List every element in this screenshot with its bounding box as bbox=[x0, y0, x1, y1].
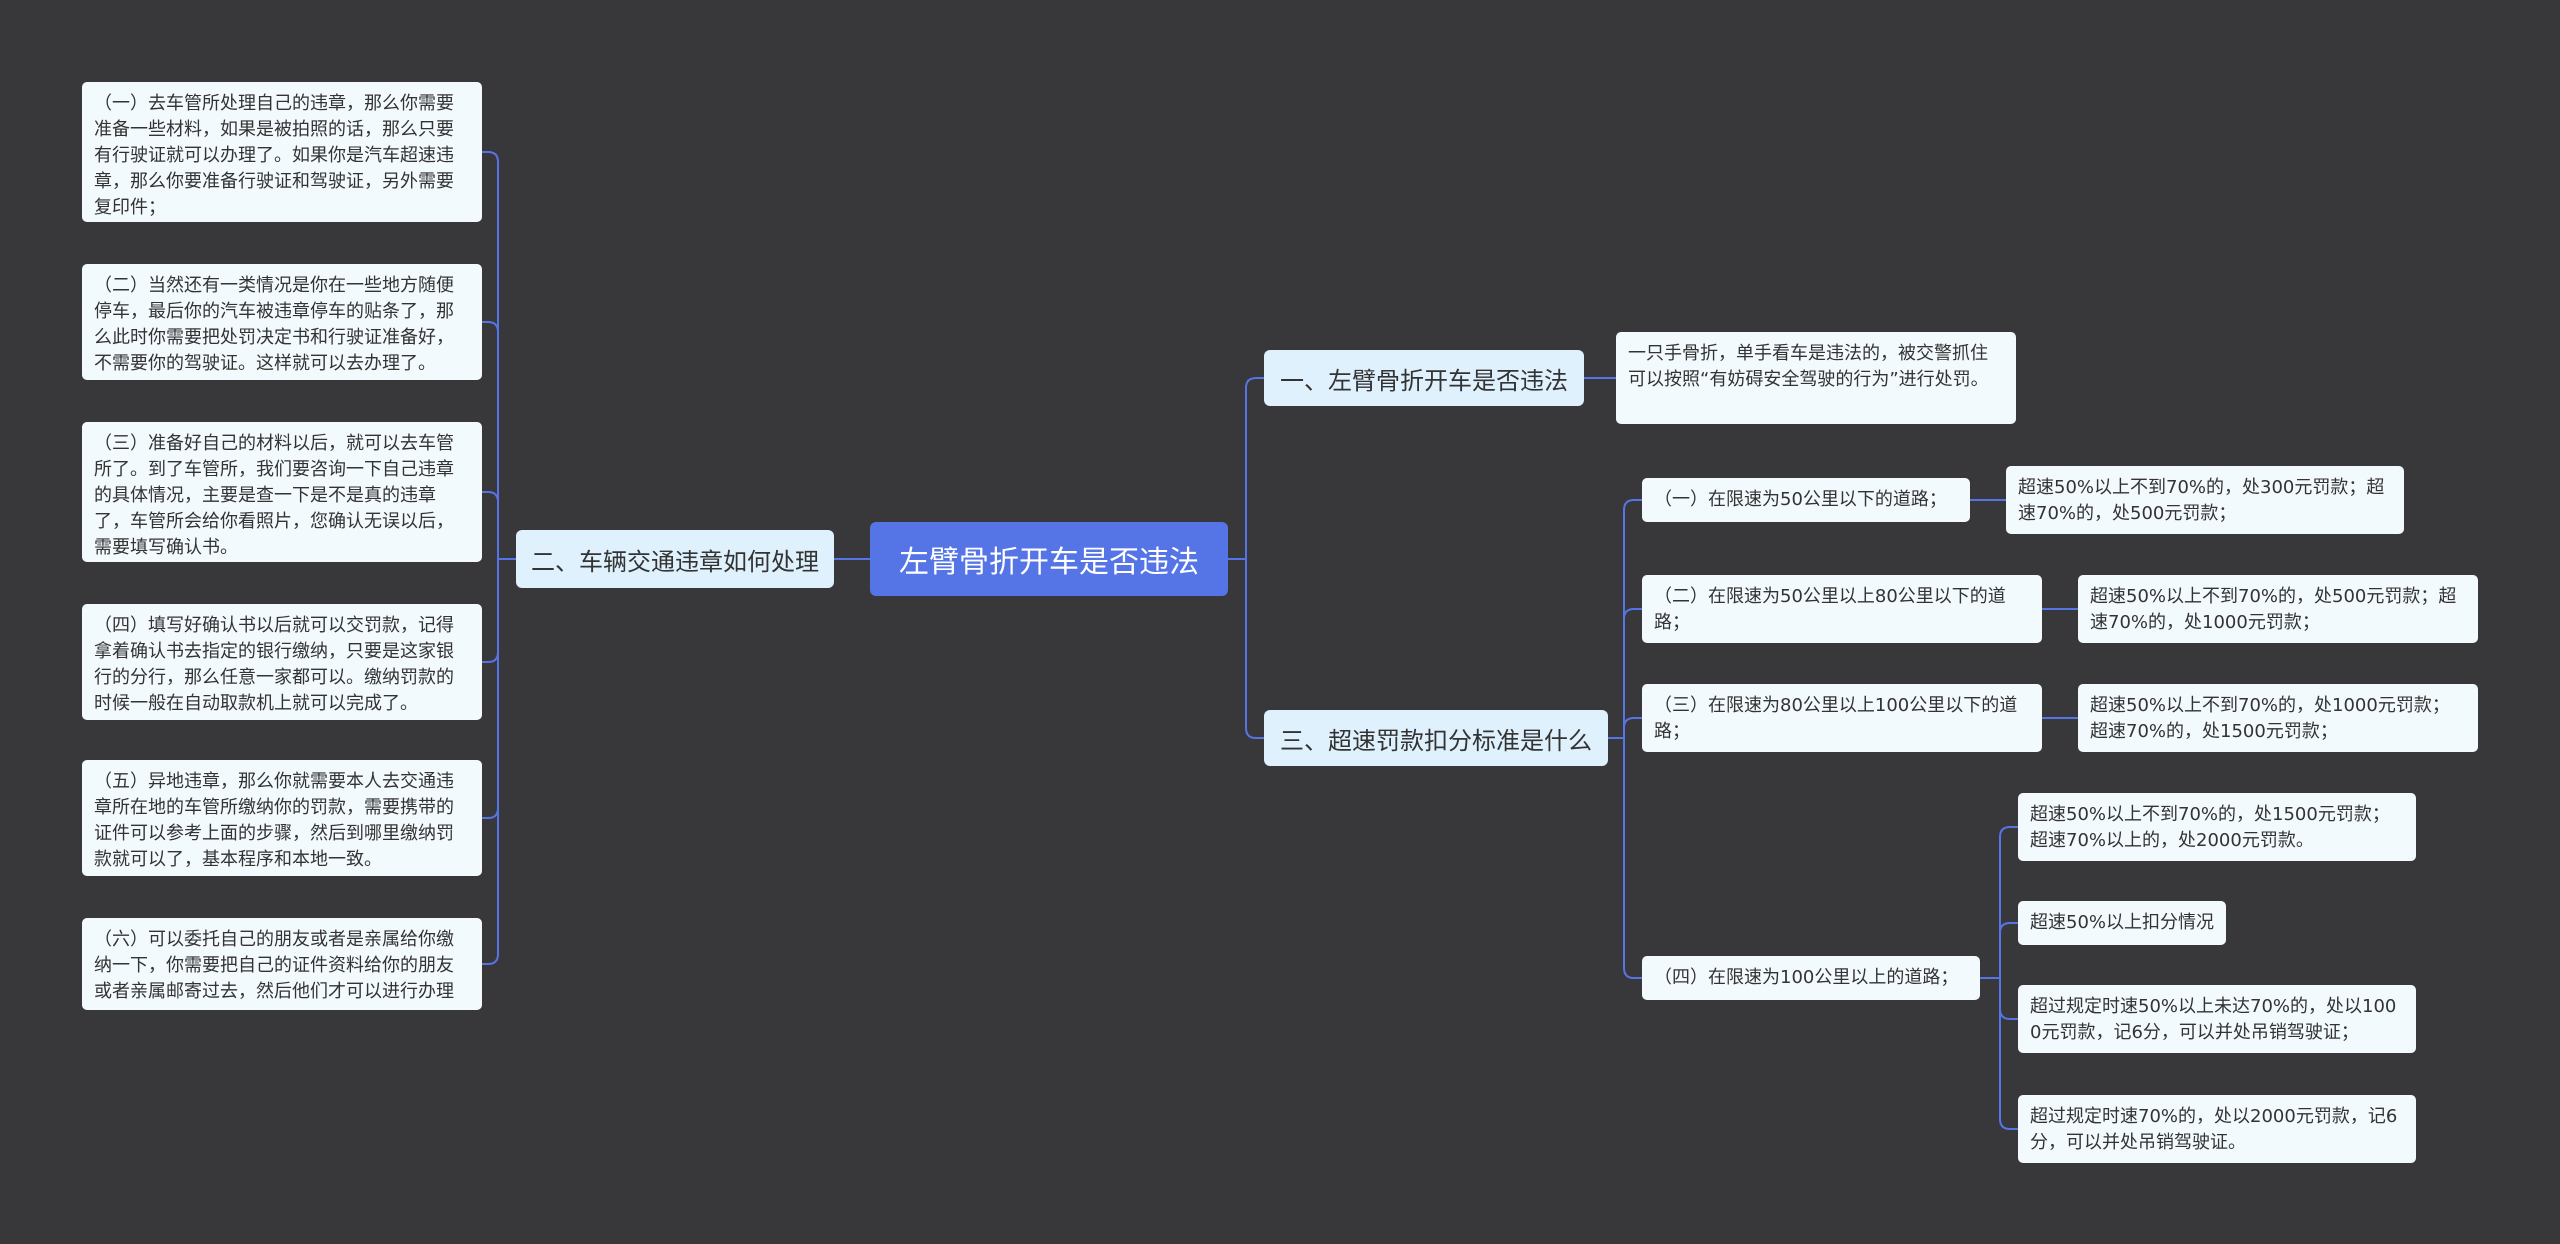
left-leaf-6[interactable]: （六）可以委托自己的朋友或者是亲属给你缴纳一下，你需要把自己的证件资料给你的朋友… bbox=[82, 918, 482, 1010]
line-left-leaf-3 bbox=[482, 491, 516, 560]
branch-violation-handling[interactable]: 二、车辆交通违章如何处理 bbox=[516, 530, 834, 588]
line-speed-sub-3 bbox=[1608, 737, 1642, 979]
line-root-branch1 bbox=[1228, 377, 1264, 560]
line-over100-detail-0 bbox=[1980, 826, 2018, 979]
root-node[interactable]: 左臂骨折开车是否违法 bbox=[870, 522, 1228, 596]
line-left-leaf-6 bbox=[482, 558, 516, 965]
left-leaf-1[interactable]: （一）去车管所处理自己的违章，那么你需要准备一些材料，如果是被拍照的话，那么只要… bbox=[82, 82, 482, 222]
speed-limit-80-to-100[interactable]: （三）在限速为80公里以上100公里以下的道路； bbox=[1642, 684, 2042, 752]
line-over100-detail-3 bbox=[1980, 977, 2018, 1130]
speed-under-50-penalty[interactable]: 超速50%以上不到70%的，处300元罚款；超速70%的，处500元罚款； bbox=[2006, 466, 2404, 534]
speed-over-100-50-to-70[interactable]: 超过规定时速50%以上未达70%的，处以1000元罚款，记6分，可以并处吊销驾驶… bbox=[2018, 985, 2416, 1053]
line-over100-detail-1 bbox=[1980, 922, 2018, 979]
branch-speeding-penalties[interactable]: 三、超速罚款扣分标准是什么 bbox=[1264, 710, 1608, 766]
fracture-detail[interactable]: 一只手骨折，单手看车是违法的，被交警抓住可以按照“有妨碍安全驾驶的行为”进行处罚… bbox=[1616, 332, 2016, 424]
speed-over-100-points-heading[interactable]: 超速50%以上扣分情况 bbox=[2018, 901, 2226, 945]
speed-over-100-over-70[interactable]: 超过规定时速70%的，处以2000元罚款，记6分，可以并处吊销驾驶证。 bbox=[2018, 1095, 2416, 1163]
left-leaf-2[interactable]: （二）当然还有一类情况是你在一些地方随便停车，最后你的汽车被违章停车的贴条了，那… bbox=[82, 264, 482, 380]
line-left-leaf-1 bbox=[482, 151, 516, 560]
speed-limit-over-100[interactable]: （四）在限速为100公里以上的道路； bbox=[1642, 956, 1980, 1000]
line-speed-sub-1 bbox=[1608, 608, 1642, 739]
speed-over-100-fine[interactable]: 超速50%以上不到70%的，处1500元罚款；超速70%以上的，处2000元罚款… bbox=[2018, 793, 2416, 861]
speed-limit-under-50[interactable]: （一）在限速为50公里以下的道路； bbox=[1642, 478, 1970, 522]
line-speed-sub-2 bbox=[1608, 717, 1642, 739]
left-leaf-3[interactable]: （三）准备好自己的材料以后，就可以去车管所了。到了车管所，我们要咨询一下自己违章… bbox=[82, 422, 482, 562]
speed-50-to-80-penalty[interactable]: 超速50%以上不到70%的，处500元罚款；超速70%的，处1000元罚款； bbox=[2078, 575, 2478, 643]
branch-left-arm-fracture[interactable]: 一、左臂骨折开车是否违法 bbox=[1264, 350, 1584, 406]
speed-80-to-100-penalty[interactable]: 超速50%以上不到70%的，处1000元罚款；超速70%的，处1500元罚款； bbox=[2078, 684, 2478, 752]
line-left-leaf-2 bbox=[482, 321, 516, 560]
left-leaf-4[interactable]: （四）填写好确认书以后就可以交罚款，记得拿着确认书去指定的银行缴纳，只要是这家银… bbox=[82, 604, 482, 720]
left-leaf-5[interactable]: （五）异地违章，那么你就需要本人去交通违章所在地的车管所缴纳你的罚款，需要携带的… bbox=[82, 760, 482, 876]
line-root-branch3 bbox=[1228, 558, 1264, 739]
line-speed-sub-0 bbox=[1608, 499, 1642, 739]
speed-limit-50-to-80[interactable]: （二）在限速为50公里以上80公里以下的道路； bbox=[1642, 575, 2042, 643]
